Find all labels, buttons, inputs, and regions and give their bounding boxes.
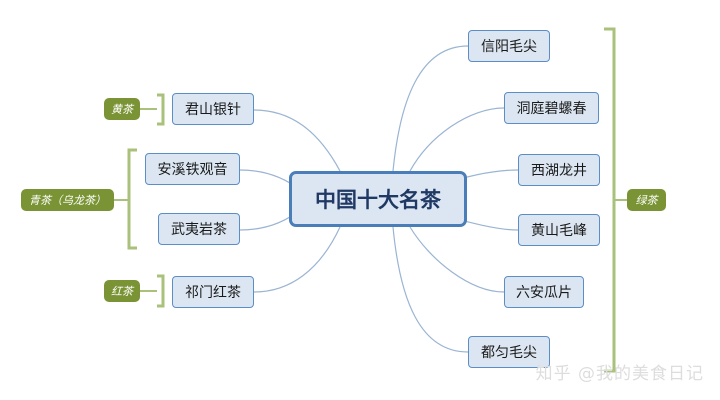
bracket-oolong bbox=[127, 148, 137, 250]
tag-yellow-tea[interactable]: 黄茶 bbox=[104, 98, 140, 120]
node-wuyi[interactable]: 武夷岩茶 bbox=[158, 213, 240, 245]
node-dongting[interactable]: 洞庭碧螺春 bbox=[504, 92, 599, 124]
link-duyun bbox=[392, 226, 469, 353]
link-qimen bbox=[253, 226, 341, 293]
node-luan[interactable]: 六安瓜片 bbox=[504, 276, 584, 308]
node-xinyang[interactable]: 信阳毛尖 bbox=[468, 30, 550, 62]
node-anxi[interactable]: 安溪铁观音 bbox=[145, 153, 240, 185]
link-xinyang bbox=[392, 45, 469, 172]
link-luan bbox=[409, 226, 505, 293]
tag-black-tea[interactable]: 红茶 bbox=[104, 280, 140, 302]
link-junshan bbox=[253, 109, 341, 172]
node-qimen[interactable]: 祁门红茶 bbox=[172, 276, 254, 308]
bracket-green bbox=[604, 27, 616, 373]
tag-green-tea[interactable]: 绿茶 bbox=[627, 189, 666, 211]
link-dongting bbox=[409, 107, 505, 172]
bracket-yellow bbox=[157, 93, 165, 126]
node-xihu[interactable]: 西湖龙井 bbox=[518, 154, 600, 186]
tag-oolong-tea[interactable]: 青茶（乌龙茶） bbox=[21, 189, 114, 211]
central-topic[interactable]: 中国十大名茶 bbox=[289, 171, 467, 227]
bracket-black bbox=[157, 274, 165, 308]
watermark: 知乎 @我的美食日记 bbox=[535, 364, 704, 384]
node-junshan[interactable]: 君山银针 bbox=[172, 93, 254, 125]
node-duyun[interactable]: 都匀毛尖 bbox=[468, 336, 550, 368]
node-huangshan[interactable]: 黄山毛峰 bbox=[518, 214, 600, 246]
